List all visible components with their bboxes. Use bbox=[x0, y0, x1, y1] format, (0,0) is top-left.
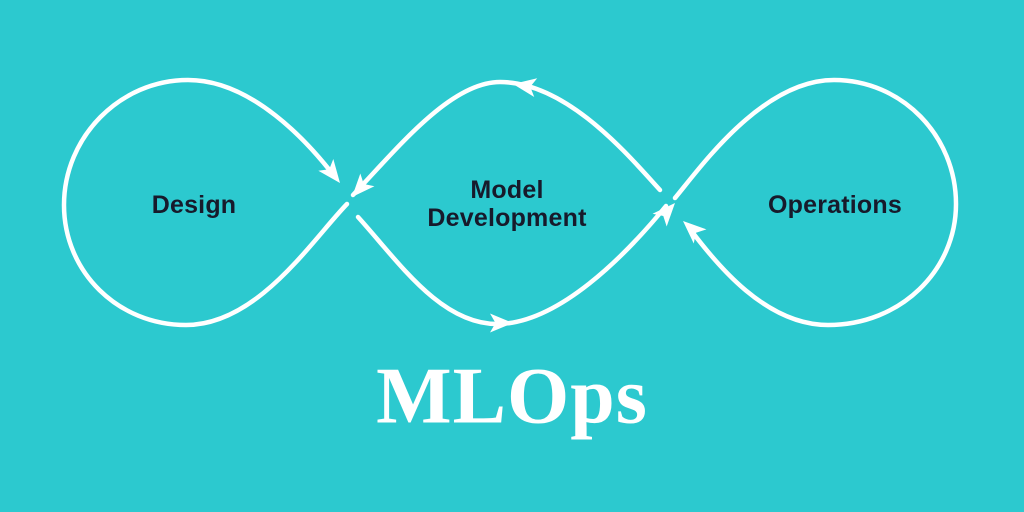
arrowhead-model-top-peak-left-icon bbox=[513, 78, 538, 97]
arrowhead-operations-into-right-crossover-icon bbox=[683, 221, 707, 244]
arrowhead-model-bottom-into-right-crossover-icon bbox=[652, 203, 675, 227]
arrowhead-model-top-into-left-crossover-icon bbox=[352, 173, 375, 197]
operations-loop-path bbox=[672, 77, 959, 328]
arrowhead-model-bottom-mid-right-icon bbox=[490, 313, 513, 333]
model-development-loop-label: Model Development bbox=[427, 176, 586, 232]
mlops-title: MLOps bbox=[376, 352, 648, 441]
model-loop-top-arc-path bbox=[350, 79, 663, 198]
model-development-label-line1: Model bbox=[470, 176, 544, 204]
arrowhead-design-into-left-crossover-icon bbox=[318, 159, 340, 183]
design-loop-path bbox=[61, 77, 350, 328]
operations-loop-label: Operations bbox=[768, 191, 902, 219]
design-loop-label: Design bbox=[151, 191, 237, 219]
model-development-label-line2: Development bbox=[427, 204, 587, 232]
